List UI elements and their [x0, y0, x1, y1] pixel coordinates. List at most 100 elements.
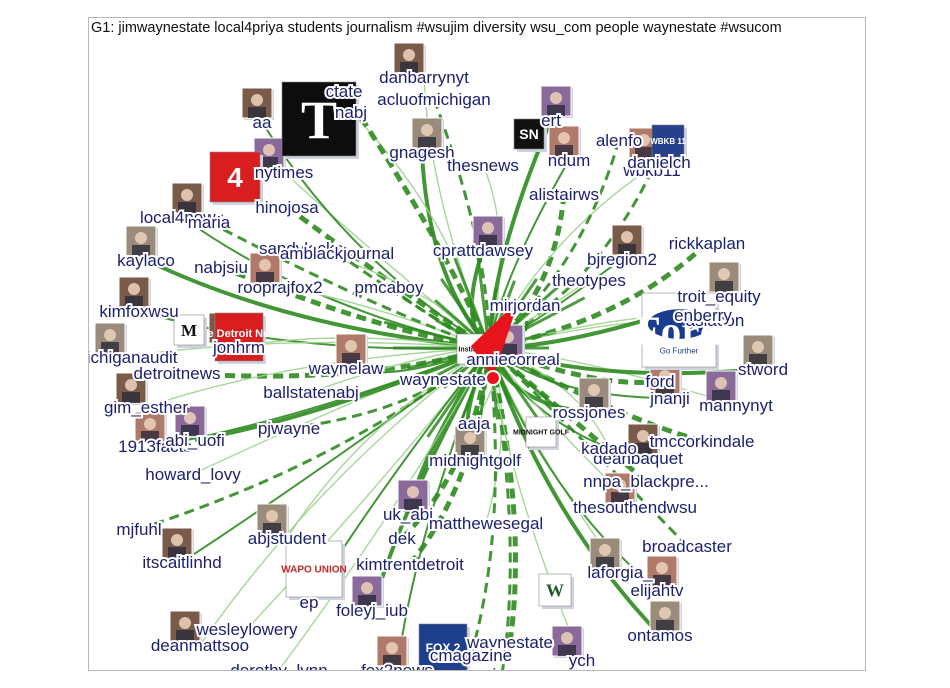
node-label: hinojosa: [255, 198, 319, 217]
user-avatar-icon: [578, 377, 611, 410]
user-avatar-icon: [397, 479, 430, 512]
node-label: ballstatenabj: [263, 383, 358, 402]
user-avatar-icon: [548, 125, 581, 158]
node-label: uk_abi: [383, 505, 433, 524]
node-label: danbarrynyt: [379, 68, 469, 87]
fox2-logo-icon: FOX 2: [418, 623, 470, 670]
node-label: acluofmichigan: [377, 90, 490, 109]
node-label: mjfuhl: [116, 520, 161, 539]
wbkb11-logo-icon: WBKB 11: [650, 124, 687, 160]
node-label: troit_equity: [677, 287, 761, 306]
wapo-union-logo-icon: WAPO UNION: [281, 540, 347, 600]
nytimes-logo-icon: T: [281, 81, 359, 159]
local4-logo-icon: 4: [209, 151, 263, 205]
node-label: tmccorkindale: [650, 432, 755, 451]
edge: [488, 346, 562, 413]
node-label: midnightgolf: [429, 451, 521, 470]
node-label: broadcaster: [642, 537, 732, 556]
user-avatar-icon: [94, 322, 127, 355]
user-avatar-icon: [134, 411, 167, 444]
node-label: ctate: [326, 82, 363, 101]
node-label: laforgia_: [587, 563, 653, 582]
node-label: michiganaudit: [89, 348, 178, 367]
node-label: amblackjournal: [280, 244, 394, 263]
user-avatar-icon: [589, 537, 622, 570]
node-label: rooprajfox2: [237, 278, 322, 297]
node-label: abjstudent: [248, 529, 327, 548]
node-label: dorothy_lynn: [230, 661, 327, 670]
node-label: jonhrm: [212, 338, 265, 357]
ford-logo-glyph: Ford: [636, 307, 723, 353]
metropolitan-logo-icon: M: [173, 314, 207, 348]
node-label: alenfo: [596, 131, 642, 150]
node-label: itscaitlinhd: [142, 553, 221, 572]
edge: [285, 204, 491, 351]
user-avatar-icon: [604, 472, 637, 505]
node-label: pmcaboy: [355, 278, 424, 297]
edge: [469, 347, 497, 656]
node-label: nabjsiu: [194, 258, 248, 277]
node-label: maria: [188, 213, 231, 232]
edge: [486, 347, 518, 643]
node-label: ontamos: [627, 626, 692, 645]
node-label: fox2news: [361, 661, 433, 670]
node-label: waynestate: [466, 633, 553, 652]
node-label: anniecorreal: [466, 350, 560, 369]
node-label: sandylocks: [259, 239, 343, 258]
edge: [145, 347, 490, 408]
node-label: cesi_com: [466, 665, 538, 670]
user-avatar-icon: [376, 635, 409, 668]
user-avatar-icon: [627, 423, 660, 456]
node-label: wbkb11: [622, 161, 680, 180]
node-label: wesleylowery: [195, 620, 298, 639]
node-label: thesnews: [447, 156, 519, 175]
user-avatar-icon: [174, 405, 207, 438]
node-label: detroitnews: [134, 364, 221, 383]
node-label: ford: [645, 372, 674, 391]
node-label: asiacon: [686, 311, 745, 330]
node-label: nabj: [335, 103, 367, 122]
edge: [181, 347, 490, 563]
node-label: mirjordan: [490, 296, 561, 315]
waynestate-w-logo-glyph: W: [546, 580, 564, 600]
node-label: kimfoxwsu: [99, 302, 178, 321]
user-avatar-icon: [249, 252, 282, 285]
thesnews-logo-icon: SN: [513, 118, 547, 152]
user-avatar-icon: [335, 333, 368, 366]
thesnews-logo-glyph: SN: [519, 126, 538, 142]
node-label: foleyj_iub: [336, 601, 408, 620]
node-label: nnpa_blackpre...: [583, 472, 709, 491]
midnightgolf-logo-icon: MIDNIGHT GOLF: [513, 416, 570, 450]
node-label: ert: [541, 111, 561, 130]
node-label: waynestate: [399, 370, 486, 389]
edge: [341, 89, 492, 349]
node-label: jnanji: [649, 389, 690, 408]
user-avatar-icon: [393, 42, 426, 75]
local4-logo-glyph: 4: [227, 162, 243, 193]
user-avatar-icon: [649, 600, 682, 633]
midnightgolf-logo-glyph: MIDNIGHT GOLF: [513, 429, 570, 436]
wbkb11-logo-glyph: WBKB 11: [650, 137, 686, 146]
user-avatar-icon: [171, 182, 204, 215]
edge: [199, 347, 490, 646]
user-avatar-icon: [411, 117, 444, 150]
user-avatar-icon: [742, 334, 775, 367]
user-avatar-icon: [454, 425, 487, 458]
user-avatar-icon: [472, 215, 505, 248]
user-avatar-icon: [540, 85, 573, 118]
node-label: deanmattsoo: [151, 636, 249, 655]
edge: [487, 346, 689, 548]
edge: [432, 98, 491, 349]
node-label: elijahtv: [631, 581, 684, 600]
node-label: kadado: [581, 439, 637, 458]
edge: [286, 347, 490, 539]
node-label: matthewesegal: [429, 514, 543, 533]
node-label: waynelaw: [308, 359, 384, 378]
media-institute-logo-glyph: Institute: [458, 346, 485, 353]
user-avatar-icon: [256, 503, 289, 536]
node-label: theotypes: [552, 271, 626, 290]
node-label: kimtrentdetroit: [356, 555, 464, 574]
node-label: alistairws: [529, 185, 599, 204]
node-label: stword: [738, 360, 788, 379]
nytimes-logo-glyph: T: [301, 90, 337, 150]
